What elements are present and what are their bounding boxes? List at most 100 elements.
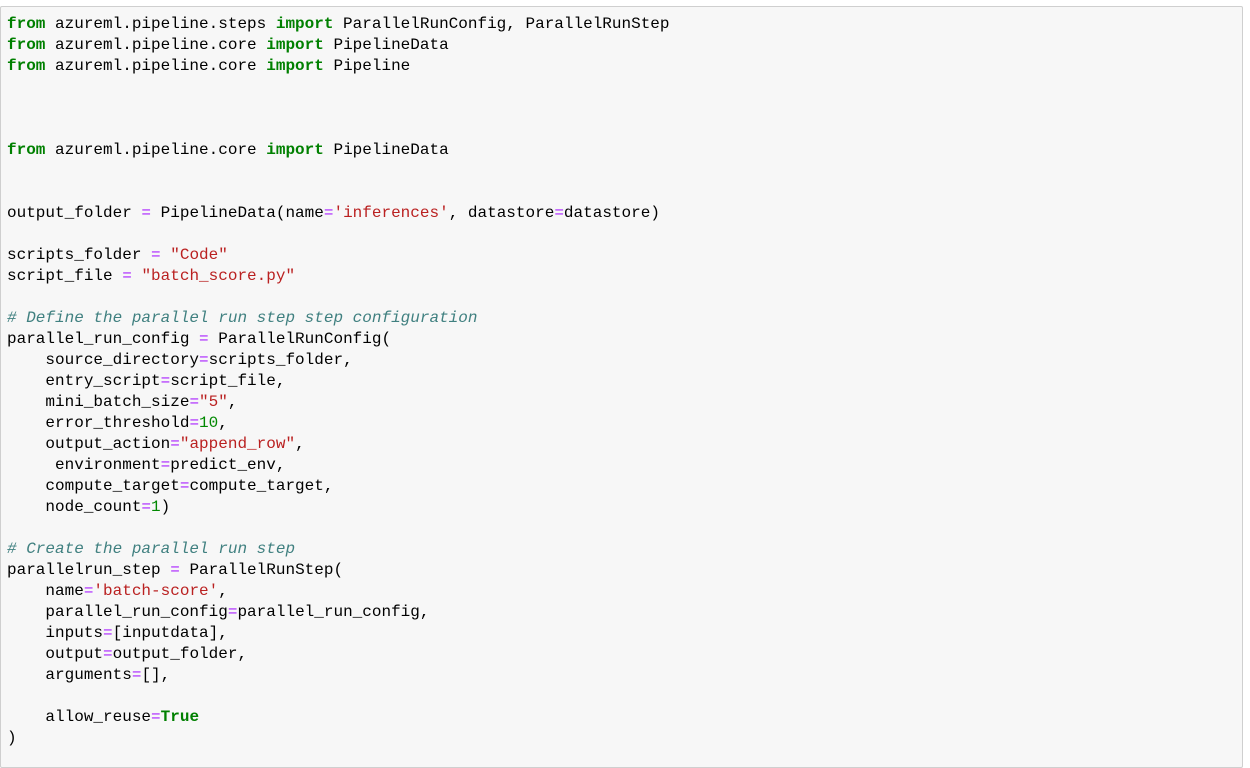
code-line: from azureml.pipeline.core import Pipeli… <box>7 140 670 161</box>
operator-token: = <box>227 603 238 621</box>
code-line: # Create the parallel run step <box>7 539 670 560</box>
code-token: inputs <box>7 624 104 642</box>
code-line <box>7 518 670 539</box>
code-token: predict_env, <box>170 456 286 474</box>
code-token: node_count <box>7 498 142 516</box>
operator-token: = <box>323 204 334 222</box>
operator-token: = <box>199 351 209 369</box>
code-token: , <box>227 393 238 411</box>
code-token: datastore) <box>563 204 660 222</box>
keyword-token: from <box>7 36 46 54</box>
code-line <box>7 161 670 182</box>
code-line: parallel_run_config=parallel_run_config, <box>7 602 670 623</box>
operator-token: = <box>179 477 190 495</box>
code-token: script_file, <box>170 372 286 390</box>
code-editor[interactable]: from azureml.pipeline.steps import Paral… <box>7 14 670 749</box>
code-token: error_threshold <box>7 414 190 432</box>
code-token: parallel_run_config <box>7 603 228 621</box>
operator-token: = <box>151 708 161 726</box>
operator-token: = <box>151 246 161 264</box>
code-line <box>7 287 670 308</box>
keyword-token: import <box>266 36 324 54</box>
code-token: azureml.pipeline.core <box>45 57 267 75</box>
code-line: from azureml.pipeline.steps import Paral… <box>7 14 670 35</box>
operator-token: = <box>199 330 209 348</box>
code-token: ParallelRunStep( <box>179 561 344 579</box>
code-token <box>161 246 171 264</box>
keyword-token: import <box>266 141 324 159</box>
operator-token: = <box>141 498 152 516</box>
code-token: , <box>218 582 228 600</box>
code-token: [inputdata], <box>112 624 228 642</box>
code-token: azureml.pipeline.core <box>45 36 267 54</box>
code-cell[interactable]: from azureml.pipeline.steps import Paral… <box>0 6 1243 768</box>
code-token: compute_target <box>7 477 180 495</box>
code-line: entry_script=script_file, <box>7 371 670 392</box>
code-line: output=output_folder, <box>7 644 670 665</box>
code-token: PipelineData(name <box>151 204 324 222</box>
code-line: from azureml.pipeline.core import Pipeli… <box>7 35 670 56</box>
code-token: , <box>218 414 228 432</box>
operator-token: = <box>122 267 132 285</box>
number-token: 10 <box>199 414 219 432</box>
code-line <box>7 77 670 98</box>
code-token: , datastore <box>448 204 555 222</box>
code-line: source_directory=scripts_folder, <box>7 350 670 371</box>
code-token: , <box>295 435 305 453</box>
code-line: script_file = "batch_score.py" <box>7 266 670 287</box>
code-token: scripts_folder <box>7 246 152 264</box>
code-token: entry_script <box>7 372 161 390</box>
code-token: Pipeline <box>323 57 411 75</box>
code-line: scripts_folder = "Code" <box>7 245 670 266</box>
keyword-token: import <box>266 57 324 75</box>
code-token: PipelineData <box>323 36 449 54</box>
operator-token: = <box>554 204 564 222</box>
code-line: output_folder = PipelineData(name='infer… <box>7 203 670 224</box>
code-token: output_folder <box>7 204 142 222</box>
code-token: ) <box>7 729 17 747</box>
string-token: "batch_score.py" <box>141 267 296 285</box>
comment-token: # Define the parallel run step step conf… <box>7 309 478 327</box>
operator-token: = <box>103 624 113 642</box>
code-line: ) <box>7 728 670 749</box>
string-token: "Code" <box>170 246 228 264</box>
code-line: allow_reuse=True <box>7 707 670 728</box>
code-token: output_folder, <box>112 645 248 663</box>
code-line <box>7 224 670 245</box>
operator-token: = <box>103 645 113 663</box>
code-token: PipelineData <box>323 141 449 159</box>
number-token: 1 <box>151 498 161 516</box>
code-token: output <box>7 645 104 663</box>
code-line: name='batch-score', <box>7 581 670 602</box>
code-token: mini_batch_size <box>7 393 190 411</box>
code-token: compute_target, <box>189 477 334 495</box>
code-token: source_directory <box>7 351 200 369</box>
keyword-token: import <box>275 15 334 33</box>
code-token: parallelrun_step <box>7 561 171 579</box>
code-line: mini_batch_size="5", <box>7 392 670 413</box>
code-line <box>7 182 670 203</box>
string-token: 'inferences' <box>333 204 449 222</box>
operator-token: = <box>170 561 180 579</box>
code-token: scripts_folder, <box>208 351 353 369</box>
code-token: script_file <box>7 267 123 285</box>
code-token: arguments <box>7 666 132 684</box>
operator-token: = <box>83 582 94 600</box>
code-token: name <box>7 582 84 600</box>
code-line: inputs=[inputdata], <box>7 623 670 644</box>
code-token: ParallelRunConfig, ParallelRunStep <box>333 15 670 33</box>
code-token: [], <box>141 666 171 684</box>
string-token: "append_row" <box>179 435 296 453</box>
string-token: 'batch-score' <box>93 582 219 600</box>
code-token: output_action <box>7 435 171 453</box>
code-line: error_threshold=10, <box>7 413 670 434</box>
code-line: node_count=1) <box>7 497 670 518</box>
operator-token: = <box>131 666 142 684</box>
keyword-token: from <box>7 15 46 33</box>
code-line <box>7 98 670 119</box>
code-token: environment <box>7 456 161 474</box>
operator-token: = <box>141 204 152 222</box>
keyword-token: from <box>7 57 46 75</box>
operator-token: = <box>170 435 180 453</box>
code-token: azureml.pipeline.steps <box>45 15 276 33</box>
